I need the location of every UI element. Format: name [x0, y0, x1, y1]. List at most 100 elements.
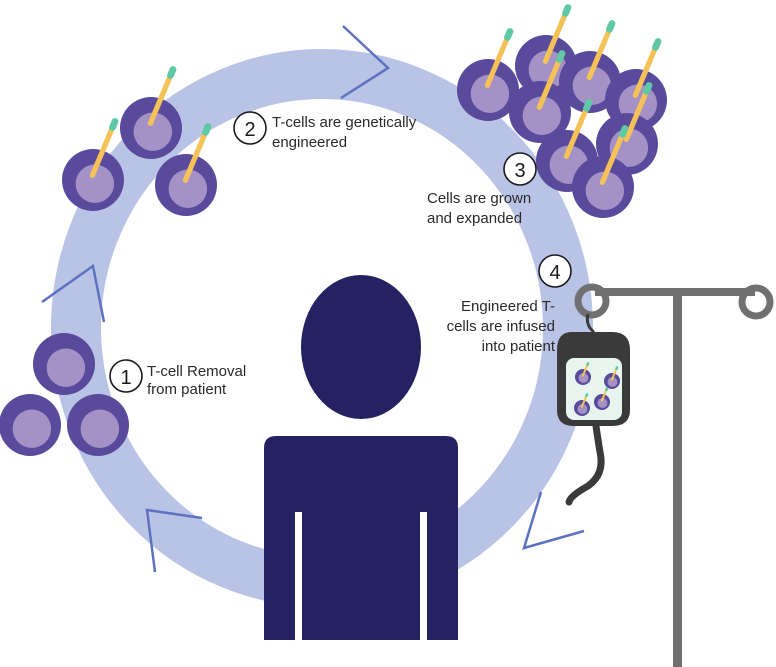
viral-vector-icon [599, 125, 629, 185]
viral-vector-icon [182, 123, 212, 183]
step-1: 1 T-cell Removal from patient [109, 359, 246, 398]
t-cell-nucleus [572, 66, 612, 105]
viral-vector-body [563, 105, 590, 159]
cycle-arrow-bottom-icon [145, 508, 203, 573]
t-cell-icon [572, 125, 634, 218]
step-1-label-line-2: from patient [147, 381, 227, 398]
viral-vector-body [581, 363, 589, 377]
t-cell-nucleus [80, 409, 120, 448]
step-2-label-line-2: engineered [272, 134, 347, 151]
step-4: 4 Engineered T- cells are infused into p… [447, 254, 572, 355]
viral-vector-body [600, 388, 608, 402]
viral-vector-tip [652, 38, 662, 51]
iv-hook-left [574, 283, 610, 319]
t-cell-icon [0, 394, 61, 456]
step-2: 2 T-cells are genetically engineered [233, 111, 417, 151]
viral-vector-tip [504, 28, 514, 41]
viral-vector-icon [563, 99, 593, 159]
t-cell-icon [33, 333, 95, 395]
viral-vector-body [586, 26, 613, 80]
iv-drip-icon [557, 283, 774, 667]
viral-vector-tip [586, 362, 590, 367]
t-cell-icon [62, 118, 124, 211]
viral-vector-icon [623, 82, 653, 142]
engineered-t-cells [62, 66, 217, 216]
viral-vector-body [623, 88, 650, 142]
viral-vector-body [580, 394, 588, 408]
t-cell-nucleus [607, 377, 618, 387]
viral-vector-icon [610, 366, 619, 381]
viral-vector-tip [585, 393, 589, 398]
step-3-number: 3 [514, 160, 525, 182]
t-cell-icon [575, 362, 591, 385]
viral-vector-body [536, 56, 563, 110]
viral-vector-icon [632, 38, 662, 98]
t-cell-nucleus [133, 112, 173, 151]
viral-vector-tip [202, 123, 212, 136]
viral-vector-icon [581, 362, 590, 377]
iv-pole [673, 292, 682, 667]
step-2-number: 2 [244, 119, 255, 141]
t-cell-icon [604, 366, 620, 389]
viral-vector-body [632, 44, 659, 98]
viral-vector-tip [556, 50, 566, 63]
iv-bag-cells [574, 362, 620, 416]
viral-vector-icon [600, 387, 609, 402]
iv-tube [565, 422, 605, 506]
viral-vector-icon [580, 393, 589, 408]
viral-vector-tip [583, 99, 593, 112]
t-cell-nucleus [585, 171, 625, 210]
viral-vector-icon [542, 4, 572, 64]
patient-arm-gap-right [420, 512, 427, 640]
t-cell-icon [574, 393, 590, 416]
t-cell-nucleus [578, 373, 589, 383]
viral-vector-body [599, 131, 626, 185]
viral-vector-tip [643, 82, 653, 95]
viral-vector-tip [615, 366, 619, 371]
viral-vector-tip [605, 387, 609, 392]
expanded-t-cells [457, 4, 667, 218]
t-cell-nucleus [12, 409, 52, 448]
t-cell-icon [594, 387, 610, 410]
t-cell-icon [67, 394, 129, 456]
step-3-label-line-1: Cells are grown [427, 190, 531, 207]
viral-vector-body [610, 367, 618, 381]
t-cell-nucleus [597, 398, 608, 408]
step-2-label-line-1: T-cells are genetically [272, 114, 417, 131]
viral-vector-icon [484, 28, 514, 88]
patient-arm-gap-left [295, 512, 302, 640]
t-cell-nucleus [522, 96, 562, 135]
viral-vector-tip [167, 66, 177, 79]
patient-silhouette-icon [264, 275, 458, 640]
iv-hook-right [738, 284, 774, 320]
patient-head [301, 275, 421, 419]
t-cell-nucleus [75, 164, 115, 203]
step-3: 3 Cells are grown and expanded [427, 152, 537, 227]
removed-t-cells [0, 333, 129, 456]
t-cell-nucleus [168, 169, 208, 208]
t-cell-icon [155, 123, 217, 216]
patient-body [264, 436, 458, 640]
t-cell-icon [509, 50, 571, 143]
viral-vector-icon [586, 20, 616, 80]
step-4-label-line-3: into patient [482, 338, 556, 355]
viral-vector-icon [147, 66, 177, 126]
viral-vector-body [182, 129, 209, 183]
step-4-label-line-1: Engineered T- [461, 298, 555, 315]
viral-vector-tip [606, 20, 616, 33]
viral-vector-tip [562, 4, 572, 17]
step-1-number-circle [109, 359, 143, 393]
step-1-label-line-1: T-cell Removal [147, 363, 246, 380]
step-4-number: 4 [549, 262, 560, 284]
t-cell-nucleus [577, 404, 588, 414]
step-2-number-circle [233, 111, 267, 145]
step-4-label-line-2: cells are infused [447, 318, 555, 335]
viral-vector-tip [109, 118, 119, 131]
cycle-arrow-top-icon [340, 25, 391, 100]
step-3-label-line-2: and expanded [427, 210, 522, 227]
step-4-number-circle [538, 254, 572, 288]
viral-vector-body [484, 34, 511, 88]
viral-vector-icon [89, 118, 119, 178]
t-cell-nucleus [46, 348, 86, 387]
